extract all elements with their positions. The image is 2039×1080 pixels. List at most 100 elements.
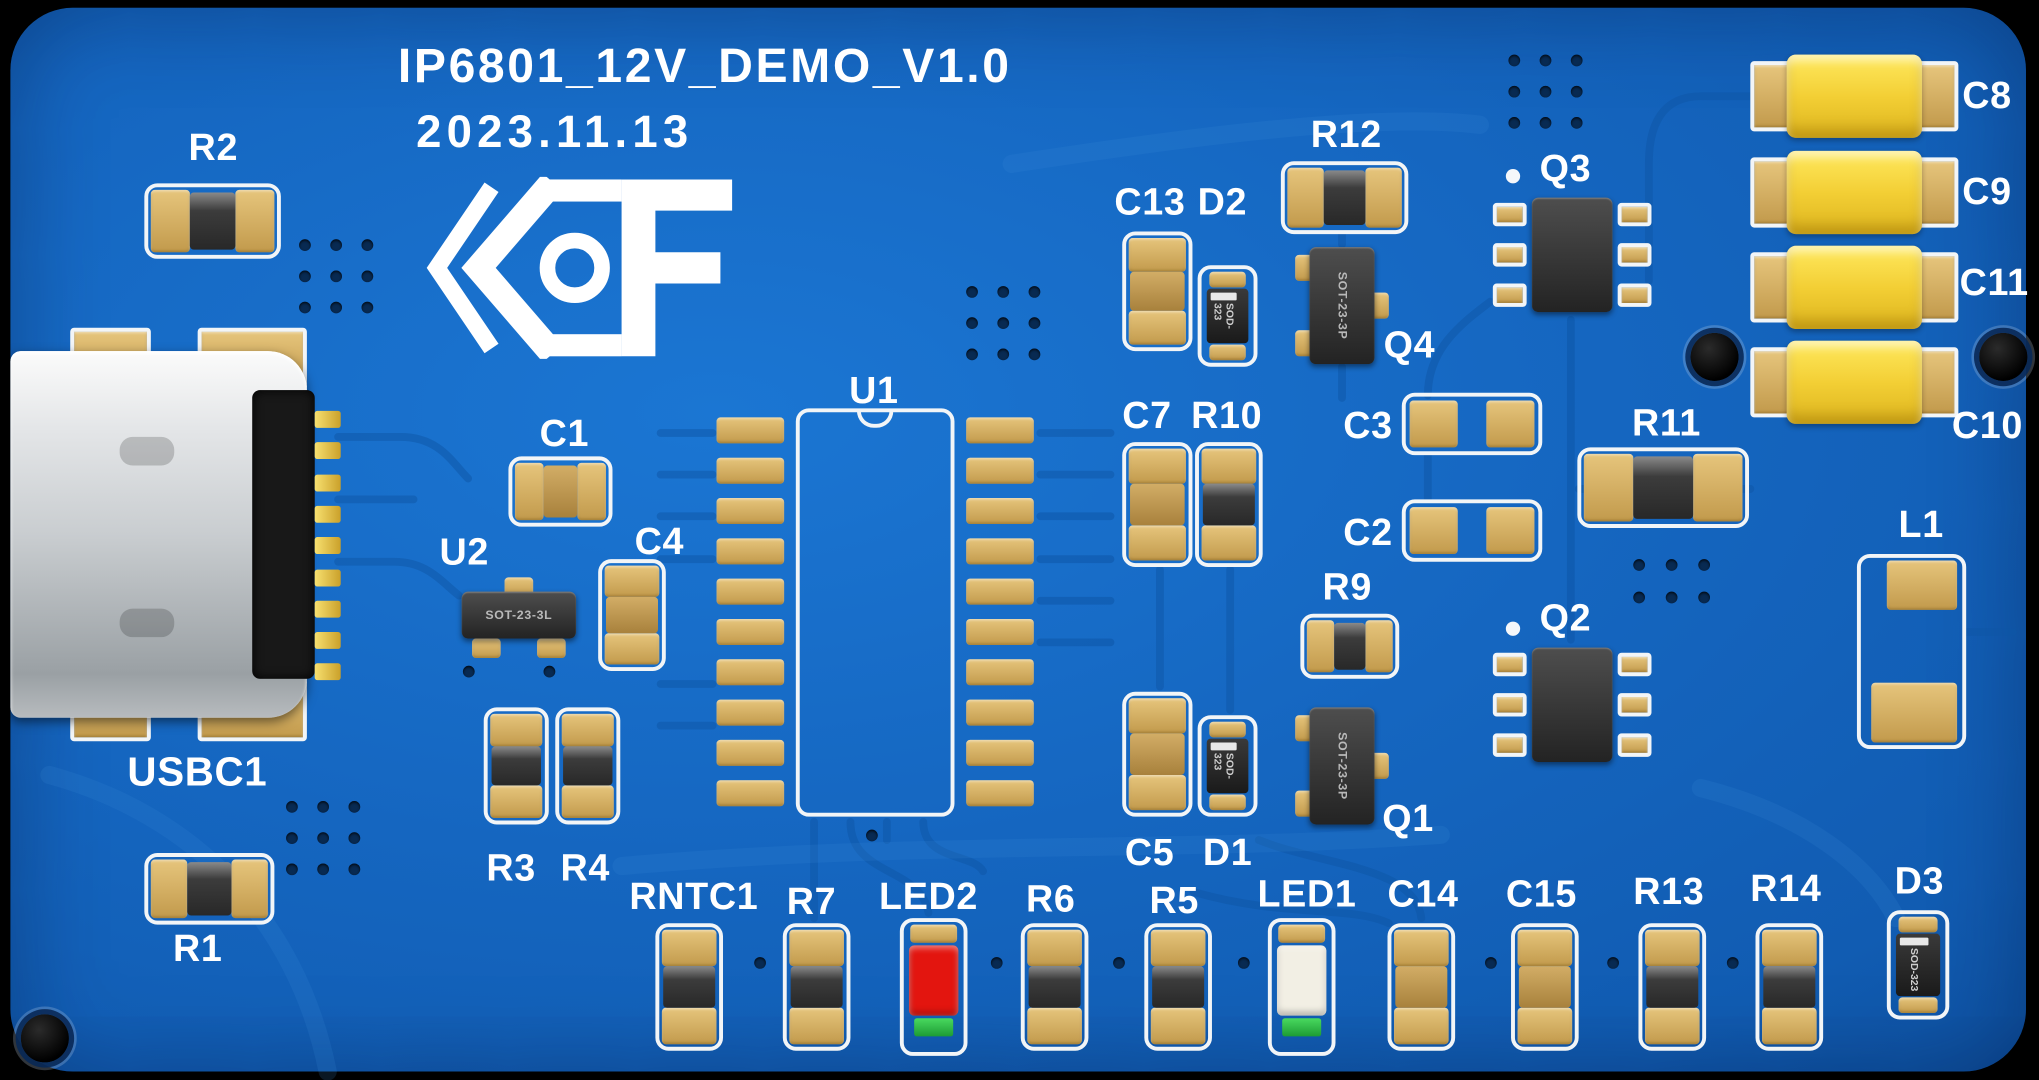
solder-pad bbox=[1287, 167, 1324, 228]
mounting-hole bbox=[1979, 332, 2028, 382]
solder-pad bbox=[1027, 1007, 1082, 1045]
usbc-pin bbox=[314, 505, 341, 523]
component-R13 bbox=[1638, 923, 1707, 1051]
label-R11: R11 bbox=[1631, 403, 1702, 445]
via bbox=[966, 286, 978, 298]
diode-body: SOD-323 bbox=[1206, 738, 1249, 794]
label-C10: C10 bbox=[1951, 405, 2024, 448]
silkscreen-dot bbox=[1505, 621, 1521, 636]
solder-pad bbox=[150, 859, 188, 919]
solder-pad bbox=[1492, 652, 1527, 677]
led-base bbox=[914, 1018, 954, 1037]
usbc-pins bbox=[10, 8, 2026, 1072]
component-R1 bbox=[144, 853, 275, 925]
solder-pad bbox=[1617, 693, 1652, 717]
pcb-board: IP6801_12V_DEMO_V1.0 2023.11.13 bbox=[10, 7, 2029, 1080]
component-Q1: SOT-23-3P bbox=[1295, 705, 1389, 827]
label-R14: R14 bbox=[1750, 868, 1822, 911]
usbc-pin bbox=[314, 474, 341, 492]
component-C10 bbox=[1750, 340, 1959, 424]
via bbox=[1570, 54, 1583, 67]
solder-pad bbox=[1583, 453, 1634, 522]
ic-pad bbox=[966, 417, 1034, 444]
solder-pad bbox=[1209, 271, 1246, 288]
yellow-capacitor-body bbox=[1786, 54, 1922, 138]
solder-pad bbox=[561, 713, 614, 747]
ic-pad bbox=[966, 618, 1034, 645]
via-cluster bbox=[462, 665, 624, 747]
solder-pad bbox=[1492, 243, 1527, 267]
usbc-pin bbox=[314, 442, 341, 460]
label-R1: R1 bbox=[172, 928, 223, 971]
usbc-pin bbox=[314, 663, 341, 681]
component-C2 bbox=[1401, 499, 1543, 562]
label-R10: R10 bbox=[1191, 395, 1263, 437]
package-marking: SOD-323 bbox=[1908, 948, 1921, 992]
usbc-latch-slot bbox=[119, 436, 175, 466]
label-C9: C9 bbox=[1962, 171, 2012, 214]
resistor-body bbox=[563, 746, 613, 786]
via bbox=[299, 270, 311, 283]
label-C5: C5 bbox=[1124, 832, 1175, 874]
label-C8: C8 bbox=[1962, 75, 2012, 118]
solder-pad bbox=[235, 189, 275, 253]
via bbox=[361, 270, 374, 283]
cathode-band bbox=[1210, 742, 1237, 751]
via bbox=[1237, 957, 1250, 969]
label-C15: C15 bbox=[1505, 873, 1577, 916]
label-R6: R6 bbox=[1025, 879, 1076, 921]
via bbox=[348, 832, 361, 844]
ic-pad bbox=[716, 417, 785, 444]
label-R4: R4 bbox=[560, 847, 610, 890]
board-title: IP6801_12V_DEMO_V1.0 bbox=[397, 39, 1012, 93]
component-Q2 bbox=[1492, 647, 1652, 763]
component-C14 bbox=[1387, 923, 1456, 1051]
label-C11: C11 bbox=[1959, 262, 2029, 305]
capacitor-body bbox=[1130, 733, 1185, 776]
via bbox=[1570, 117, 1583, 129]
via bbox=[966, 317, 978, 329]
via-cluster bbox=[990, 957, 1004, 970]
label-LED2: LED2 bbox=[879, 876, 979, 919]
solder-pad bbox=[1517, 929, 1573, 967]
solder-pad bbox=[1486, 400, 1535, 448]
via-cluster bbox=[1508, 54, 1602, 149]
via-cluster bbox=[1485, 957, 1498, 970]
solder-pad bbox=[577, 462, 606, 521]
via-cluster bbox=[1726, 957, 1740, 970]
component-RNTC1 bbox=[655, 923, 724, 1051]
via bbox=[1508, 54, 1521, 67]
solder-pad bbox=[1201, 525, 1257, 561]
solder-pad bbox=[661, 929, 717, 967]
via bbox=[299, 239, 311, 251]
solder-pad bbox=[604, 633, 660, 665]
usbc-pin bbox=[314, 600, 341, 618]
component-C4 bbox=[598, 559, 666, 671]
component-C7 bbox=[1122, 442, 1193, 567]
sot23-body: SOT-23-3P bbox=[1309, 707, 1375, 825]
component-C15 bbox=[1511, 923, 1579, 1051]
resistor-body bbox=[1202, 483, 1255, 526]
solder-pad bbox=[910, 924, 958, 943]
solder-pad bbox=[1128, 775, 1186, 811]
resistor-body bbox=[189, 192, 236, 250]
via bbox=[330, 239, 342, 251]
solder-pad bbox=[1278, 924, 1326, 943]
resistor-body bbox=[1152, 966, 1205, 1008]
usbc-latch-slot bbox=[119, 608, 175, 638]
ic-pad bbox=[716, 739, 785, 766]
via bbox=[1028, 286, 1041, 298]
label-C7: C7 bbox=[1122, 395, 1172, 437]
solder-pad bbox=[1365, 620, 1393, 673]
via bbox=[286, 863, 298, 876]
led-base bbox=[1282, 1018, 1322, 1037]
via bbox=[1698, 559, 1710, 571]
cathode-band bbox=[1210, 292, 1237, 301]
resistor-body bbox=[1323, 170, 1366, 225]
solder-pad bbox=[1394, 929, 1449, 967]
label-Q4: Q4 bbox=[1383, 325, 1436, 367]
via bbox=[348, 801, 361, 813]
solder-pad bbox=[490, 785, 543, 818]
solder-pad bbox=[1150, 1007, 1206, 1045]
